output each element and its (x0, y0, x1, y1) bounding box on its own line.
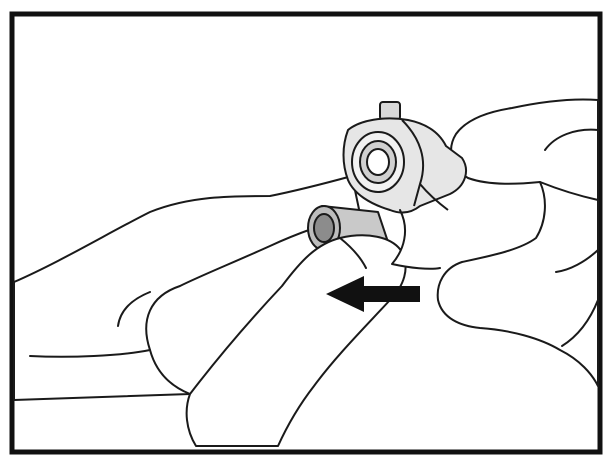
instruction-illustration (0, 0, 611, 460)
illustration-page (0, 0, 611, 460)
